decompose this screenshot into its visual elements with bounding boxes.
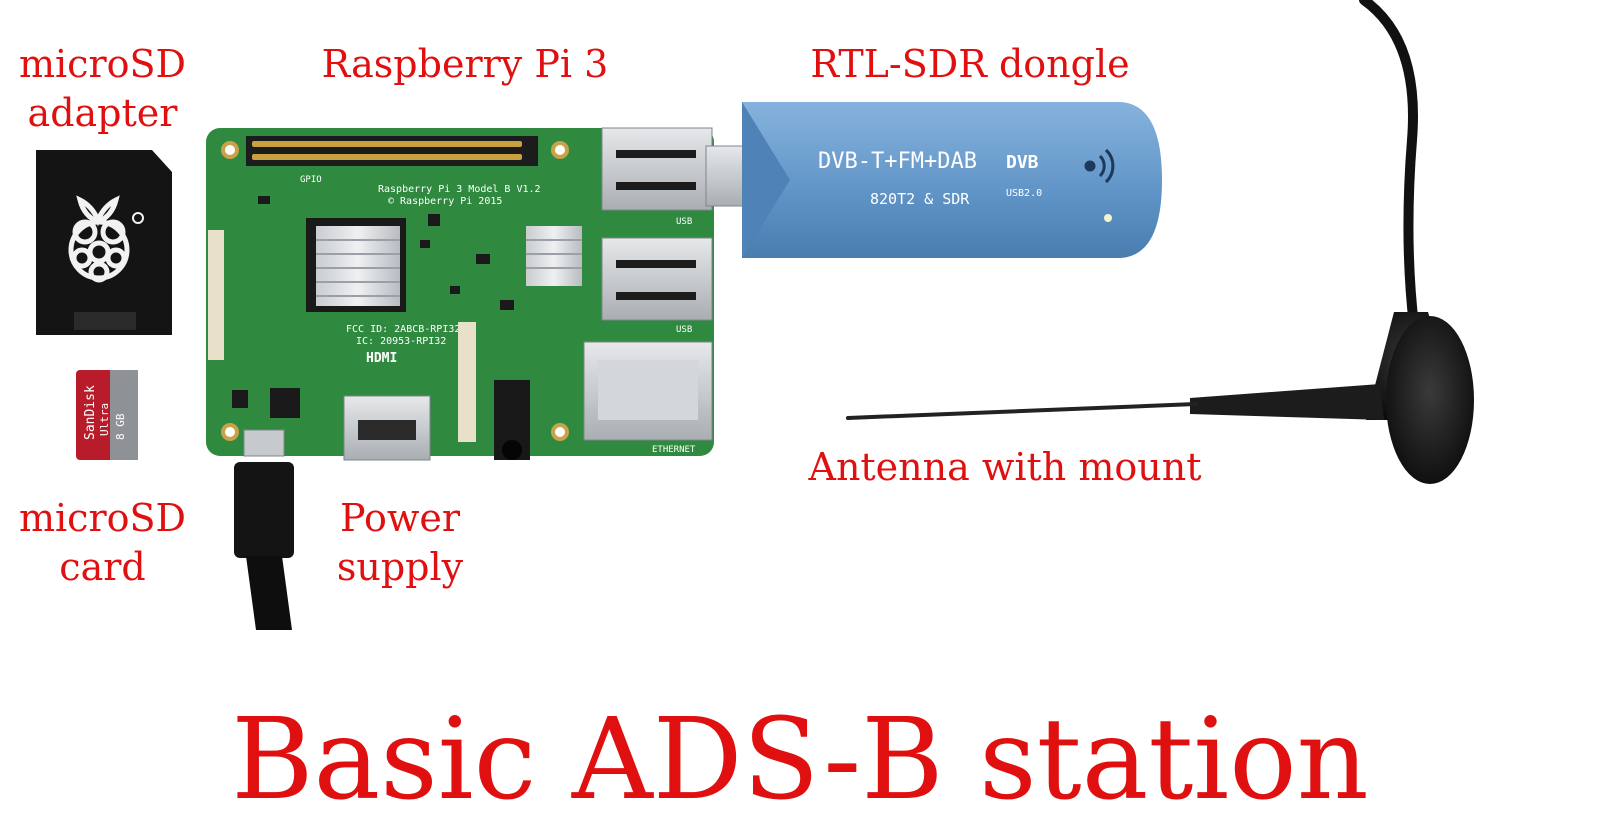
dvb-logo: DVB	[1006, 152, 1039, 173]
usb-ports	[601, 127, 713, 321]
label-microsd-adapter: microSD adapter	[5, 40, 200, 138]
usb-top-label: USB	[676, 217, 692, 227]
raspberry-pi-board: GPIO Raspberry Pi 3 Model B V1.2 © Raspb…	[206, 127, 714, 461]
label-rtl-sdr-dongle: RTL-SDR dongle	[810, 42, 1130, 86]
label-power-supply: Power supply	[305, 494, 495, 592]
card-capacity: 8 GB	[114, 413, 127, 440]
raspberry-logo-icon	[68, 195, 130, 283]
antenna	[846, 0, 1474, 484]
ic-id-text: IC: 20953-RPI32	[356, 336, 446, 347]
microsd-adapter	[36, 150, 172, 335]
hdmi-print: HDMI	[366, 351, 397, 366]
fcc-id-text: FCC ID: 2ABCB-RPI32	[346, 324, 460, 335]
board-model-text: Raspberry Pi 3 Model B V1.2	[378, 184, 541, 195]
soc-heatsink	[306, 218, 406, 312]
usb2-label: USB2.0	[1006, 188, 1042, 199]
power-cable	[234, 462, 294, 630]
hdmi-port	[343, 395, 431, 461]
wireless-signal-icon	[1084, 148, 1115, 184]
label-microsd-card: microSD card	[5, 494, 200, 592]
audio-jack	[494, 380, 530, 460]
label-microsd-card-text: microSD card	[18, 496, 186, 589]
gpio-header	[246, 136, 538, 166]
card-brand: SanDisk	[83, 385, 98, 440]
page-title: Basic ADS-B station	[231, 695, 1369, 825]
label-power-supply-text: Power supply	[336, 496, 464, 589]
usb-bottom-label: USB	[676, 325, 692, 335]
dongle-print-line1: DVB-T+FM+DAB	[818, 149, 977, 174]
board-copyright-text: © Raspberry Pi 2015	[388, 196, 502, 207]
label-antenna: Antenna with mount	[808, 445, 1202, 489]
ethernet-port	[583, 341, 713, 441]
lan-chip-heatsink	[526, 226, 582, 286]
label-microsd-adapter-text: microSD adapter	[18, 42, 186, 135]
ethernet-label: ETHERNET	[652, 445, 696, 455]
gpio-label: GPIO	[300, 175, 322, 185]
rtl-sdr-dongle: DVB-T+FM+DAB 820T2 & SDR DVB USB2.0	[705, 102, 1162, 258]
dongle-print-line2: 820T2 & SDR	[870, 190, 970, 208]
card-line: Ultra	[98, 403, 111, 436]
label-raspberry-pi: Raspberry Pi 3	[321, 42, 609, 86]
microsd-card: SanDisk Ultra 8 GB	[76, 370, 138, 460]
